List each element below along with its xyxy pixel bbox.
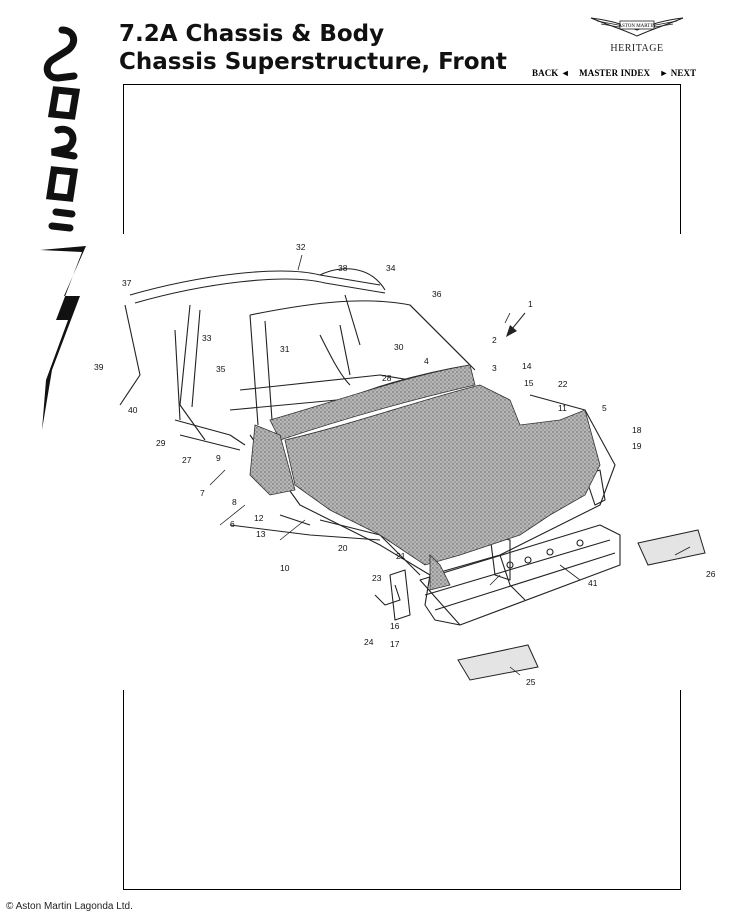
leader-lines	[209, 254, 691, 676]
back-link[interactable]: BACK ◄	[532, 68, 570, 78]
callout-1: 1	[528, 299, 533, 309]
direction-arrow-icon	[506, 312, 526, 337]
callout-21: 21	[396, 551, 406, 561]
callout-19: 19	[632, 441, 642, 451]
copyright-notice: © Aston Martin Lagonda Ltd.	[6, 901, 133, 912]
callout-6: 6	[230, 519, 235, 529]
callout-15: 15	[524, 378, 534, 388]
diagram-frame-bottom	[123, 690, 681, 890]
title-line-2: Chassis Superstructure, Front	[119, 49, 507, 75]
callout-labels: 1 2 3 4 5 6 7 8 9 10 11 12 13 14 15 16 1…	[94, 242, 716, 687]
aston-martin-wings-icon: ASTON MARTIN	[590, 17, 684, 37]
callout-35: 35	[216, 364, 226, 374]
aston-martin-heritage-logo: ASTON MARTIN HERITAGE	[582, 10, 692, 54]
callout-13: 13	[256, 529, 266, 539]
callout-36: 36	[432, 289, 442, 299]
callout-39: 39	[94, 362, 104, 372]
callout-29: 29	[156, 438, 166, 448]
callout-24: 24	[364, 637, 374, 647]
loose-plates	[457, 529, 706, 681]
callout-11: 11	[558, 403, 567, 413]
callout-22: 22	[558, 379, 568, 389]
callout-27: 27	[182, 455, 192, 465]
callout-16: 16	[390, 621, 400, 631]
callout-25: 25	[526, 677, 536, 687]
callout-40: 40	[128, 405, 138, 415]
heritage-label: HERITAGE	[610, 43, 664, 54]
callout-2: 2	[492, 335, 497, 345]
bulkhead-panels	[249, 364, 601, 591]
callout-34: 34	[386, 263, 396, 273]
master-index-link[interactable]: MASTER INDEX	[579, 68, 651, 78]
page-navigation: BACK ◄ MASTER INDEX ► NEXT	[532, 68, 703, 78]
callout-17: 17	[390, 639, 400, 649]
callout-3: 3	[492, 363, 497, 373]
next-link[interactable]: ► NEXT	[659, 68, 697, 78]
callout-30: 30	[394, 342, 404, 352]
callout-5: 5	[602, 403, 607, 413]
callout-14: 14	[522, 361, 532, 371]
callout-32: 32	[296, 242, 306, 252]
diagram-frame-top	[123, 84, 681, 234]
callout-28: 28	[382, 373, 392, 383]
callout-8: 8	[232, 497, 237, 507]
callout-7: 7	[200, 488, 205, 498]
title-line-1: 7.2A Chassis & Body	[119, 21, 385, 47]
callout-26: 26	[706, 569, 716, 579]
callout-33: 33	[202, 333, 212, 343]
virage-side-logo	[22, 20, 92, 440]
chassis-diagram: 1 2 3 4 5 6 7 8 9 10 11 12 13 14 15 16 1…	[80, 235, 730, 690]
callout-38: 38	[338, 263, 348, 273]
callout-4: 4	[424, 356, 429, 366]
callout-37: 37	[122, 278, 132, 288]
logo-text: ASTON MARTIN	[618, 24, 656, 29]
callout-20: 20	[338, 543, 348, 553]
callout-31: 31	[280, 344, 290, 354]
callout-12: 12	[254, 513, 264, 523]
callout-10: 10	[280, 563, 290, 573]
page-title: 7.2A Chassis & Body Chassis Superstructu…	[119, 20, 507, 76]
callout-23: 23	[372, 573, 382, 583]
callout-9: 9	[216, 453, 221, 463]
callout-18: 18	[632, 425, 642, 435]
callout-41: 41	[588, 578, 598, 588]
